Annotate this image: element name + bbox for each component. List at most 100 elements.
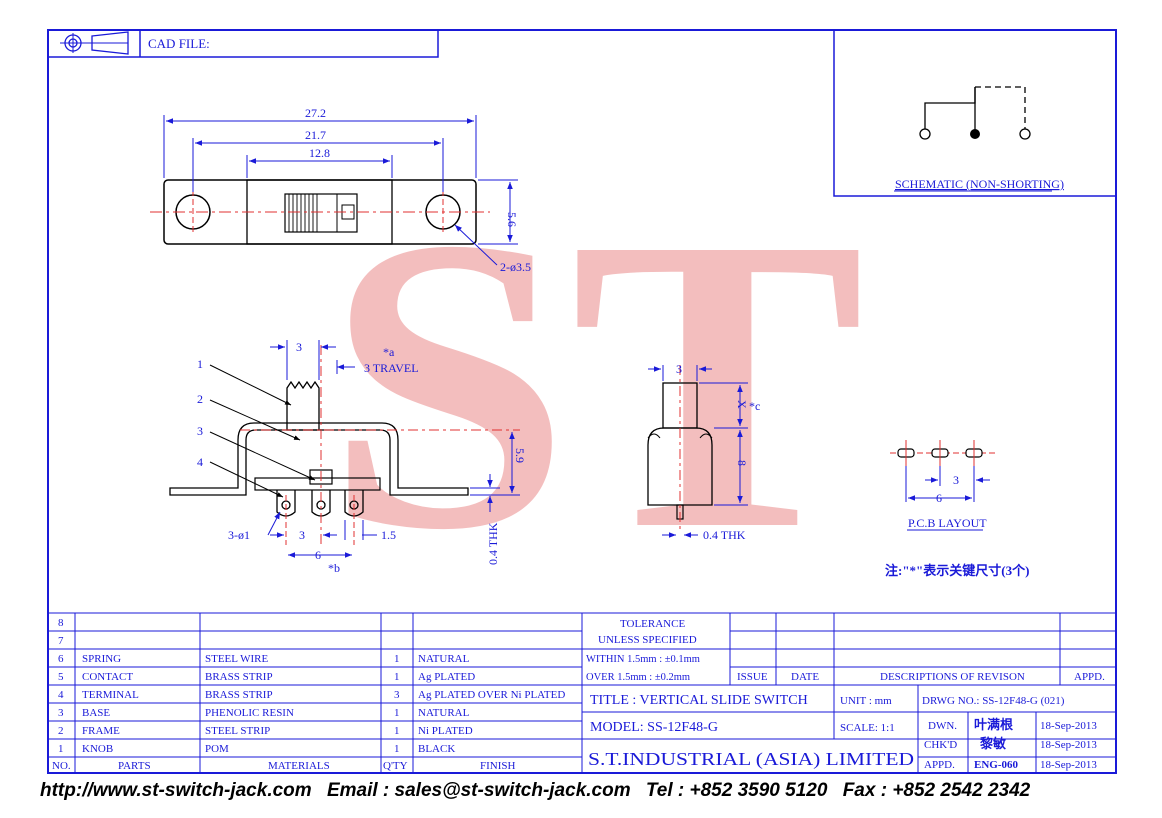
checked-date: 18-Sep-2013 <box>1040 739 1097 751</box>
row-1-qty: 1 <box>394 743 400 755</box>
fax-contact: Fax : +852 2542 2342 <box>842 780 1031 801</box>
row-3-finish: NATURAL <box>418 707 470 719</box>
header-block: CAD FILE: <box>47 29 439 58</box>
parts-table <box>48 612 583 773</box>
dim-pin-pitch: 3 <box>299 528 305 542</box>
rev-approved-header: APPD. <box>1074 671 1105 683</box>
projection-symbol-icon <box>60 31 129 55</box>
dim-side-height: 5.9 <box>513 448 527 463</box>
schematic-caption: SCHEMATIC (NON-SHORTING) <box>895 177 1064 191</box>
schematic-block: SCHEMATIC (NON-SHORTING) <box>833 29 1117 197</box>
rev-date-header: DATE <box>791 671 819 683</box>
tolerance-title: TOLERANCE <box>620 618 685 630</box>
side-view: 1 2 3 4 3 *a 3 TRAVEL 5.9 0.4 THK 3-ø1 3… <box>169 340 527 575</box>
website-link[interactable]: http://www.st-switch-jack.com <box>40 780 312 801</box>
travel-label: 3 TRAVEL <box>364 361 419 375</box>
pcb-caption: P.C.B LAYOUT <box>908 516 987 530</box>
row-5-material: BRASS STRIP <box>205 671 273 683</box>
header-parts: PARTS <box>118 760 151 772</box>
approved-label: APPD. <box>924 759 955 771</box>
dim-body-length: 12.8 <box>309 146 330 160</box>
scale-label: SCALE: 1:1 <box>840 722 895 734</box>
dim-overall-length: 27.2 <box>305 106 326 120</box>
drawn-name: 叶满根 <box>974 717 1014 732</box>
unit-label: UNIT : mm <box>840 695 892 707</box>
row-6-material: STEEL WIRE <box>205 653 269 665</box>
callout-2: 2 <box>197 392 203 406</box>
end-mark-c: *c <box>749 399 760 413</box>
row-3-no: 3 <box>58 707 64 719</box>
dim-knob-width: 3 <box>296 340 302 354</box>
checked-name: 黎敏 <box>980 736 1007 751</box>
header-finish: FINISH <box>480 760 516 772</box>
row-3-material: PHENOLIC RESIN <box>205 707 294 719</box>
dim-pin-span: 6 <box>315 548 321 562</box>
thickness-label-side: 0.4 THK <box>486 522 500 565</box>
tolerance-over: OVER 1.5mm : ±0.2mm <box>586 672 690 683</box>
title-block <box>582 612 1116 773</box>
row-2-finish: Ni PLATED <box>418 725 473 737</box>
row-4-material: BRASS STRIP <box>205 689 273 701</box>
dim-tail: 1.5 <box>381 528 396 542</box>
watermark-logo: ST <box>325 151 865 616</box>
row-6-finish: NATURAL <box>418 653 470 665</box>
dim-mounting-pitch: 21.7 <box>305 128 326 142</box>
checked-label: CHK'D <box>924 739 957 751</box>
pcb-dim-pitch: 3 <box>953 473 959 487</box>
row-4-no: 4 <box>58 689 64 701</box>
drawing-number: DRWG NO.: SS-12F48-G (021) <box>922 695 1065 707</box>
drawn-label: DWN. <box>928 720 957 732</box>
cad-file-label: CAD FILE: <box>148 36 210 51</box>
end-view: 3 X *c 8 0.4 THK <box>647 362 760 542</box>
end-dim-x: X <box>735 400 749 409</box>
top-view: 27.2 21.7 12.8 5.6 2-ø3.5 <box>150 106 531 274</box>
callout-3: 3 <box>197 424 203 438</box>
rev-issue-header: ISSUE <box>737 671 768 683</box>
row-5-no: 5 <box>58 671 64 683</box>
row-5-finish: Ag PLATED <box>418 671 475 683</box>
row-1-finish: BLACK <box>418 743 455 755</box>
mark-b: *b <box>328 561 340 575</box>
tolerance-subtitle: UNLESS SPECIFIED <box>598 634 697 646</box>
row-5-part: CONTACT <box>82 671 133 683</box>
row-4-qty: 3 <box>394 689 400 701</box>
dim-mount-holes: 2-ø3.5 <box>500 260 531 274</box>
approved-name: ENG-060 <box>974 759 1019 771</box>
row-6-no: 6 <box>58 653 64 665</box>
row-8-no: 8 <box>58 617 64 629</box>
drawing-title: TITLE : VERTICAL SLIDE SWITCH <box>590 693 808 708</box>
dim-top-width: 5.6 <box>505 212 519 227</box>
row-6-part: SPRING <box>82 653 121 665</box>
row-2-no: 2 <box>58 725 64 737</box>
row-2-qty: 1 <box>394 725 400 737</box>
phone-contact: Tel : +852 3590 5120 <box>645 780 828 801</box>
approved-date: 18-Sep-2013 <box>1040 759 1097 771</box>
email-contact[interactable]: Email : sales@st-switch-jack.com <box>326 780 631 801</box>
row-4-finish: Ag PLATED OVER Ni PLATED <box>418 689 565 701</box>
end-dim-body: 8 <box>735 460 749 466</box>
drawn-date: 18-Sep-2013 <box>1040 720 1097 732</box>
thickness-label-end: 0.4 THK <box>703 528 746 542</box>
row-1-part: KNOB <box>82 743 113 755</box>
company-name: S.T.INDUSTRIAL (ASIA) LIMITED <box>588 749 914 770</box>
pcb-layout: 3 6 P.C.B LAYOUT <box>890 440 995 531</box>
row-3-qty: 1 <box>394 707 400 719</box>
row-4-part: TERMINAL <box>82 689 139 701</box>
dim-pin-holes: 3-ø1 <box>228 528 250 542</box>
row-2-part: FRAME <box>82 725 120 737</box>
pcb-dim-span: 6 <box>936 491 942 505</box>
header-no: NO. <box>52 760 71 772</box>
callout-1: 1 <box>197 357 203 371</box>
row-6-qty: 1 <box>394 653 400 665</box>
header-qty: Q'TY <box>383 760 408 772</box>
rev-description-header: DESCRIPTIONS OF REVISON <box>880 671 1025 683</box>
contact-footer: http://www.st-switch-jack.com Email : sa… <box>40 780 1140 802</box>
row-7-no: 7 <box>58 635 64 647</box>
row-1-no: 1 <box>58 743 64 755</box>
model-label: MODEL: SS-12F48-G <box>590 720 718 735</box>
row-5-qty: 1 <box>394 671 400 683</box>
critical-dims-note: 注:"*"表示关键尺寸(3个) <box>885 563 1029 578</box>
travel-mark: *a <box>383 345 395 359</box>
row-1-material: POM <box>205 743 229 755</box>
